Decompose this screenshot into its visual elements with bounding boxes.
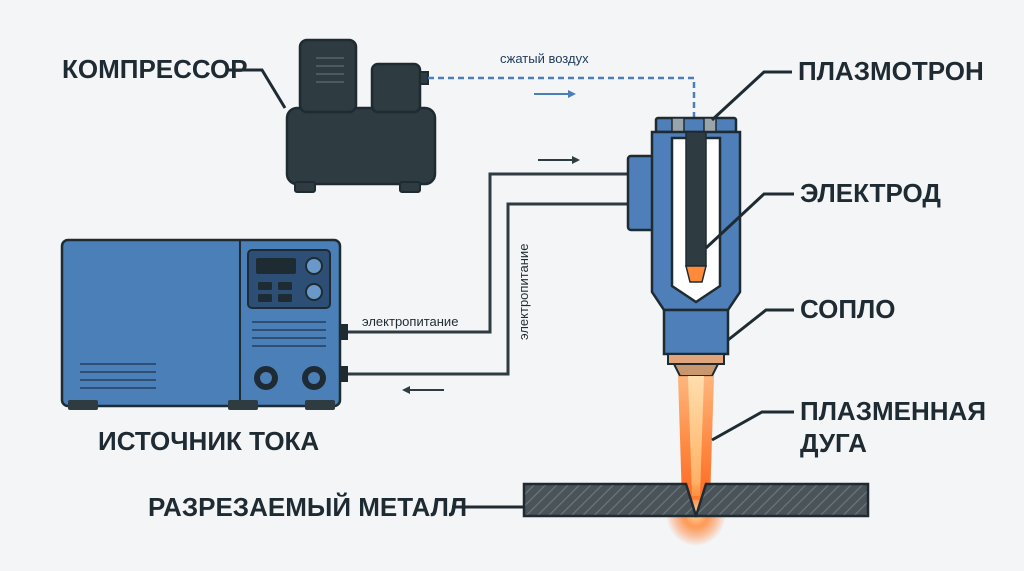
plasma-torch [626, 116, 742, 377]
air-arrow [534, 90, 576, 98]
metal-label: РАЗРЕЗАЕМЫЙ МЕТАЛЛ [148, 492, 467, 522]
air-line-label: сжатый воздух [500, 51, 589, 66]
power-label-vertical: электропитание [516, 244, 531, 340]
power-line-upper [348, 172, 632, 334]
power-label-horizontal: электропитание [362, 314, 458, 329]
power-line-lower [348, 202, 632, 376]
power-arrow-out [402, 386, 444, 394]
arc-label-line2: ДУГА [800, 428, 867, 458]
metal-workpiece [522, 482, 870, 518]
plasmatron-label: ПЛАЗМОТРОН [798, 56, 984, 86]
plasmatron-leader [710, 70, 792, 122]
arc-leader [711, 410, 794, 442]
electrode-leader [704, 192, 794, 250]
nozzle-label: СОПЛО [800, 294, 896, 324]
plasma-arc [666, 376, 726, 546]
power-source [60, 238, 348, 410]
nozzle-leader [727, 308, 794, 342]
electrode-label: ЭЛЕКТРОД [800, 178, 941, 208]
compressor [285, 38, 437, 193]
air-line [428, 76, 696, 118]
compressor-label: КОМПРЕССОР [62, 54, 248, 84]
power-source-label: ИСТОЧНИК ТОКА [98, 426, 319, 456]
power-arrow-in [538, 156, 580, 164]
arc-label-line1: ПЛАЗМЕННАЯ [800, 396, 986, 426]
compressor-leader [228, 68, 287, 109]
